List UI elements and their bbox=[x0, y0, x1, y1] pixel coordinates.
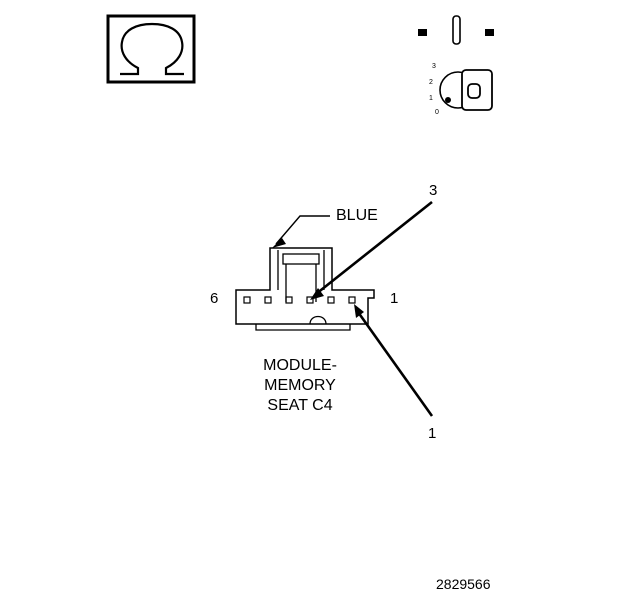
pin-cavity-5 bbox=[264, 296, 272, 304]
pin-label-left: 6 bbox=[210, 290, 219, 307]
connector-name-line-1: MODULE- bbox=[263, 357, 337, 374]
pin-3-callout-arrow bbox=[310, 200, 433, 300]
ohm-symbol-icon bbox=[106, 14, 196, 84]
figure-number: 2829566 bbox=[436, 576, 491, 592]
connector-name-line-3: SEAT C4 bbox=[267, 397, 333, 414]
connector-name: MODULE- MEMORY SEAT C4 bbox=[230, 356, 370, 416]
pin-cavity-6 bbox=[243, 296, 251, 304]
pin-cavity-2 bbox=[327, 296, 335, 304]
ignition-position-2: 2 bbox=[429, 79, 433, 86]
pin-cavity-4 bbox=[285, 296, 293, 304]
pin-cavity-1 bbox=[348, 296, 356, 304]
callout-number-top: 3 bbox=[429, 182, 438, 199]
ignition-position-3: 3 bbox=[432, 63, 436, 70]
wire-color-label: BLUE bbox=[336, 207, 378, 224]
callout-number-bottom: 1 bbox=[428, 425, 437, 442]
connector-pins bbox=[243, 296, 356, 304]
pin-label-right: 1 bbox=[390, 290, 399, 307]
pin-cavity-3 bbox=[306, 296, 314, 304]
blue-leader-arrow bbox=[272, 215, 330, 248]
connector-body bbox=[235, 247, 375, 331]
ignition-position-0: 0 bbox=[435, 109, 439, 116]
ignition-position-1: 1 bbox=[429, 95, 433, 102]
pin-1-callout-arrow bbox=[354, 304, 434, 417]
connector-name-line-2: MEMORY bbox=[264, 377, 336, 394]
ignition-switch-icon bbox=[418, 15, 494, 111]
